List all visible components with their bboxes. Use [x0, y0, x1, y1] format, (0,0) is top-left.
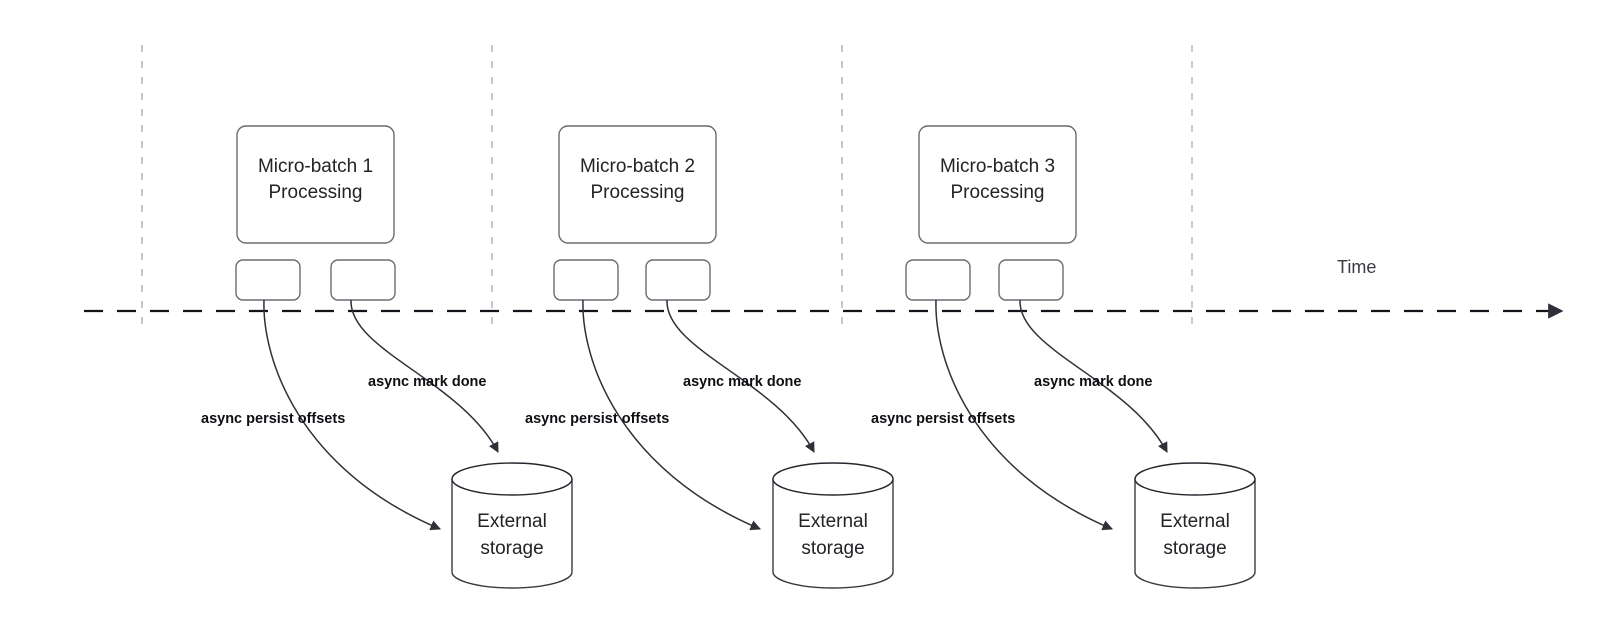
micro-batch-1-group: Micro-batch 1 Processing async persist o…	[201, 125, 573, 589]
mb2-persist-offsets-label: async persist offsets	[525, 411, 669, 427]
mb3-mark-done-curve	[1019, 299, 1168, 453]
mb3-storage-label-line2: storage	[1163, 538, 1226, 559]
mb2-storage-label-line2: storage	[801, 538, 864, 559]
mb1-cylinder-top	[451, 462, 573, 496]
mb3-task-b-box[interactable]	[998, 259, 1064, 301]
mb2-persist-offsets-curve	[582, 299, 761, 531]
micro-batch-2-group: Micro-batch 2 Processing async persist o…	[525, 125, 894, 589]
mb1-cylinder-body	[451, 478, 573, 589]
micro-batch-3-label-line2: Processing	[951, 182, 1045, 203]
mb1-storage-label-line1: External	[477, 511, 547, 532]
micro-batch-3-label-line1: Micro-batch 3	[940, 156, 1055, 177]
mb1-persist-offsets-label: async persist offsets	[201, 411, 345, 427]
mb3-storage-label-line1: External	[1160, 511, 1230, 532]
mb2-cylinder-body	[772, 478, 894, 589]
mb1-mark-done-curve	[350, 299, 499, 453]
mb3-cylinder-body	[1134, 478, 1256, 589]
micro-batch-1-box[interactable]	[236, 125, 395, 244]
mb2-external-storage-cylinder[interactable]: External storage	[772, 462, 894, 589]
mb2-cylinder-top	[772, 462, 894, 496]
time-axis-label: Time	[1337, 257, 1376, 277]
mb1-task-a-box[interactable]	[235, 259, 301, 301]
mb1-persist-offsets-curve	[263, 299, 441, 531]
mb1-external-storage-cylinder[interactable]: External storage	[451, 462, 573, 589]
mb2-task-b-box[interactable]	[645, 259, 711, 301]
micro-batch-2-label-line1: Micro-batch 2	[580, 156, 695, 177]
mb2-task-a-box[interactable]	[553, 259, 619, 301]
mb2-mark-done-curve	[666, 299, 815, 453]
mb3-external-storage-cylinder[interactable]: External storage	[1134, 462, 1256, 589]
mb3-mark-done-label: async mark done	[1034, 374, 1152, 390]
micro-batch-2-box[interactable]	[558, 125, 717, 244]
mb3-cylinder-top	[1134, 462, 1256, 496]
mb3-task-a-box[interactable]	[905, 259, 971, 301]
micro-batch-1-label-line1: Micro-batch 1	[258, 156, 373, 177]
micro-batch-3-box[interactable]	[918, 125, 1077, 244]
mb3-persist-offsets-label: async persist offsets	[871, 411, 1015, 427]
micro-batch-3-group: Micro-batch 3 Processing async persist o…	[871, 125, 1256, 589]
mb1-storage-label-line2: storage	[480, 538, 543, 559]
mb3-persist-offsets-curve	[935, 299, 1113, 531]
mb1-task-b-box[interactable]	[330, 259, 396, 301]
mb2-mark-done-label: async mark done	[683, 374, 801, 390]
micro-batch-2-label-line2: Processing	[591, 182, 685, 203]
mb2-storage-label-line1: External	[798, 511, 868, 532]
time-axis: Time	[84, 257, 1564, 319]
micro-batch-1-label-line2: Processing	[269, 182, 363, 203]
mb1-mark-done-label: async mark done	[368, 374, 486, 390]
